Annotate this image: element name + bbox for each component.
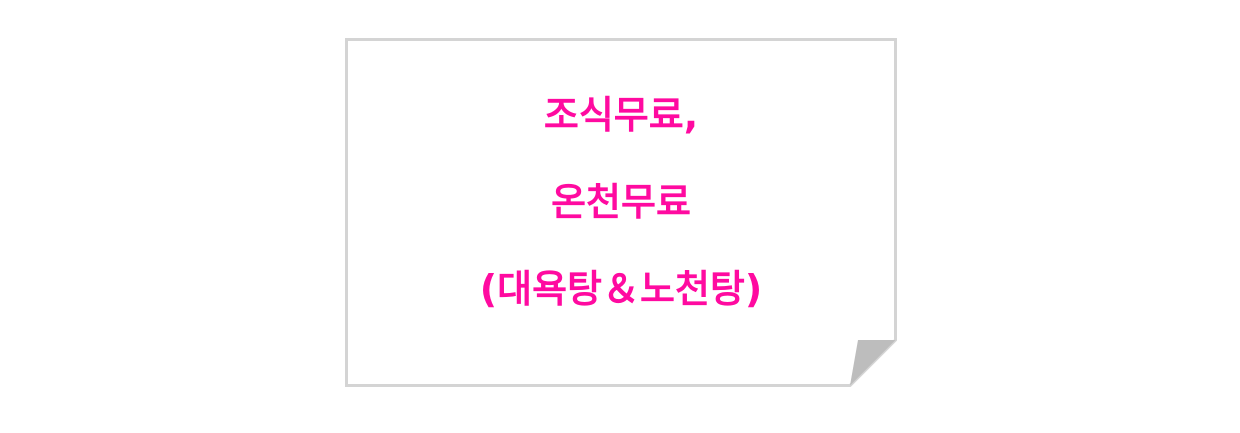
notice-card: 조식무료, 온천무료 (대욕탕＆노천탕)	[345, 38, 897, 387]
paper-outline	[345, 38, 897, 387]
notice-line-hotspring: 온천무료	[551, 180, 691, 224]
folded-corner-icon	[850, 340, 896, 386]
notice-line-breakfast: 조식무료,	[543, 93, 699, 137]
notice-text: 조식무료, 온천무료 (대욕탕＆노천탕)	[345, 88, 897, 316]
notice-line-baths: (대욕탕＆노천탕)	[479, 267, 763, 311]
